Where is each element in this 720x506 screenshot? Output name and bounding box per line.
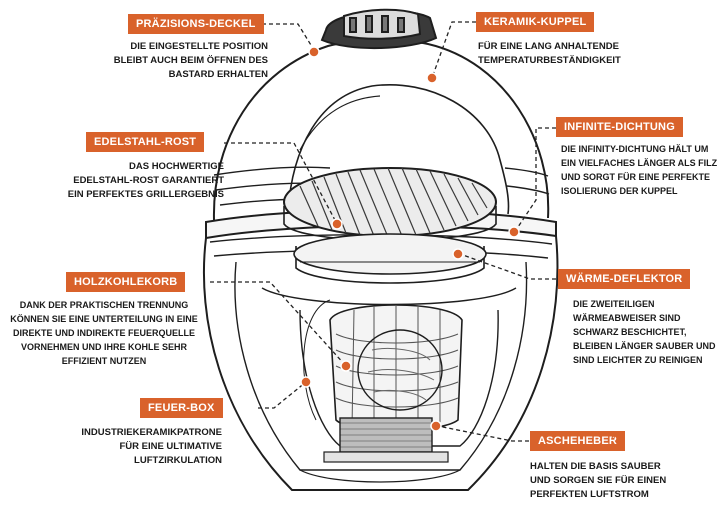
desc-dichtung-line: ISOLIERUNG DER KUPPEL <box>561 186 678 196</box>
heat-deflector <box>261 233 517 306</box>
label-rost: EDELSTAHL-ROST <box>86 132 205 152</box>
grill-grate <box>283 167 497 242</box>
callout-dot-deflektor <box>452 248 464 260</box>
desc-deckel-line: BLEIBT AUCH BEIM ÖFFNEN DES <box>113 55 268 66</box>
desc-rost-line: EIN PERFEKTES GRILLERGEBNIS <box>67 189 224 200</box>
callout-dot-kohlekorb <box>340 360 352 372</box>
desc-kohlekorb-line: DIREKTE UND INDIREKTE FEUERQUELLE <box>12 328 195 338</box>
desc-rost-line: DAS HOCHWERTIGE <box>129 161 224 172</box>
desc-dichtung-line: EIN VIELFACHES LÄNGER ALS FILZ <box>561 158 718 168</box>
desc-rost-line: EDELSTAHL-ROST GARANTIERT <box>73 175 224 186</box>
label-deflektor: WÄRME-DEFLEKTOR <box>558 269 691 289</box>
desc-rost: DAS HOCHWERTIGE EDELSTAHL-ROST GARANTIER… <box>46 160 224 202</box>
desc-dichtung-line: DIE INFINITY-DICHTUNG HÄLT UM <box>561 144 709 154</box>
desc-deckel: DIE EINGESTELLTE POSITION BLEIBT AUCH BE… <box>92 40 268 82</box>
label-kohlekorb: HOLZKOHLEKORB <box>66 272 186 292</box>
label-ascheheber-text: ASCHEHEBER <box>538 435 618 447</box>
ascheheber-asterisk: * <box>611 431 616 445</box>
desc-kuppel: FÜR EINE LANG ANHALTENDE TEMPERATURBESTÄ… <box>478 40 678 68</box>
desc-kohlekorb-line: VORNEHMEN UND IHRE KOHLE SEHR <box>20 342 187 352</box>
desc-deflektor-line: SIND LEICHTER ZU REINIGEN <box>573 355 703 365</box>
desc-deflektor: DIE ZWEITEILIGEN WÄRMEABWEISER SIND SCHW… <box>573 297 719 367</box>
label-dichtung: INFINITE-DICHTUNG <box>556 117 683 137</box>
label-feuerbox: FEUER-BOX <box>140 398 223 418</box>
label-ascheheber: ASCHEHEBER <box>530 431 626 451</box>
top-vent <box>320 8 438 50</box>
desc-deflektor-line: WÄRMEABWEISER SIND <box>573 313 681 323</box>
callout-dot-dichtung <box>508 226 520 238</box>
callout-dot-kuppel <box>426 72 438 84</box>
desc-ascheheber-line: HALTEN DIE BASIS SAUBER <box>530 461 661 472</box>
desc-dichtung-line: UND SORGT FÜR EINE PERFEKTE <box>561 172 711 182</box>
callout-dots <box>300 46 520 432</box>
desc-deflektor-line: BLEIBEN LÄNGER SAUBER UND <box>573 341 716 351</box>
desc-kohlekorb-line: EFFIZIENT NUTZEN <box>61 356 147 366</box>
callout-dot-ascheheber <box>430 420 442 432</box>
ash-tool <box>323 417 449 463</box>
desc-feuerbox-line: LUFTZIRKULATION <box>134 455 222 466</box>
desc-feuerbox-line: FÜR EINE ULTIMATIVE <box>119 441 222 452</box>
desc-ascheheber-line: UND SORGEN SIE FÜR EINEN <box>530 475 667 486</box>
desc-kuppel-line: FÜR EINE LANG ANHALTENDE <box>478 41 619 52</box>
callout-lines <box>210 21 556 442</box>
desc-deckel-line: DIE EINGESTELLTE POSITION <box>130 41 268 52</box>
desc-kohlekorb-line: KÖNNEN SIE EINE UNTERTEILUNG IN EINE <box>10 314 198 324</box>
desc-deckel-line: BASTARD ERHALTEN <box>168 69 268 80</box>
desc-ascheheber: HALTEN DIE BASIS SAUBER UND SORGEN SIE F… <box>530 460 710 502</box>
label-kuppel: KERAMIK-KUPPEL <box>476 12 595 32</box>
desc-kohlekorb-line: DANK DER PRAKTISCHEN TRENNUNG <box>19 300 189 310</box>
desc-feuerbox-line: INDUSTRIEKERAMIKPATRONE <box>81 427 222 438</box>
desc-deflektor-line: SCHWARZ BESCHICHTET, <box>573 327 687 337</box>
desc-kuppel-line: TEMPERATURBESTÄNDIGKEIT <box>478 55 621 66</box>
callout-dot-deckel <box>308 46 320 58</box>
desc-dichtung: DIE INFINITY-DICHTUNG HÄLT UM EIN VIELFA… <box>561 142 717 198</box>
callout-dot-feuerbox <box>300 376 312 388</box>
desc-feuerbox: INDUSTRIEKERAMIKPATRONE FÜR EINE ULTIMAT… <box>60 426 222 468</box>
desc-kohlekorb: DANK DER PRAKTISCHEN TRENNUNG KÖNNEN SIE… <box>2 298 206 368</box>
desc-ascheheber-line: PERFEKTEN LUFTSTROM <box>530 489 649 500</box>
label-deckel: PRÄZISIONS-DECKEL <box>128 14 264 34</box>
callout-dot-rost <box>331 218 343 230</box>
desc-deflektor-line: DIE ZWEITEILIGEN <box>573 299 655 309</box>
